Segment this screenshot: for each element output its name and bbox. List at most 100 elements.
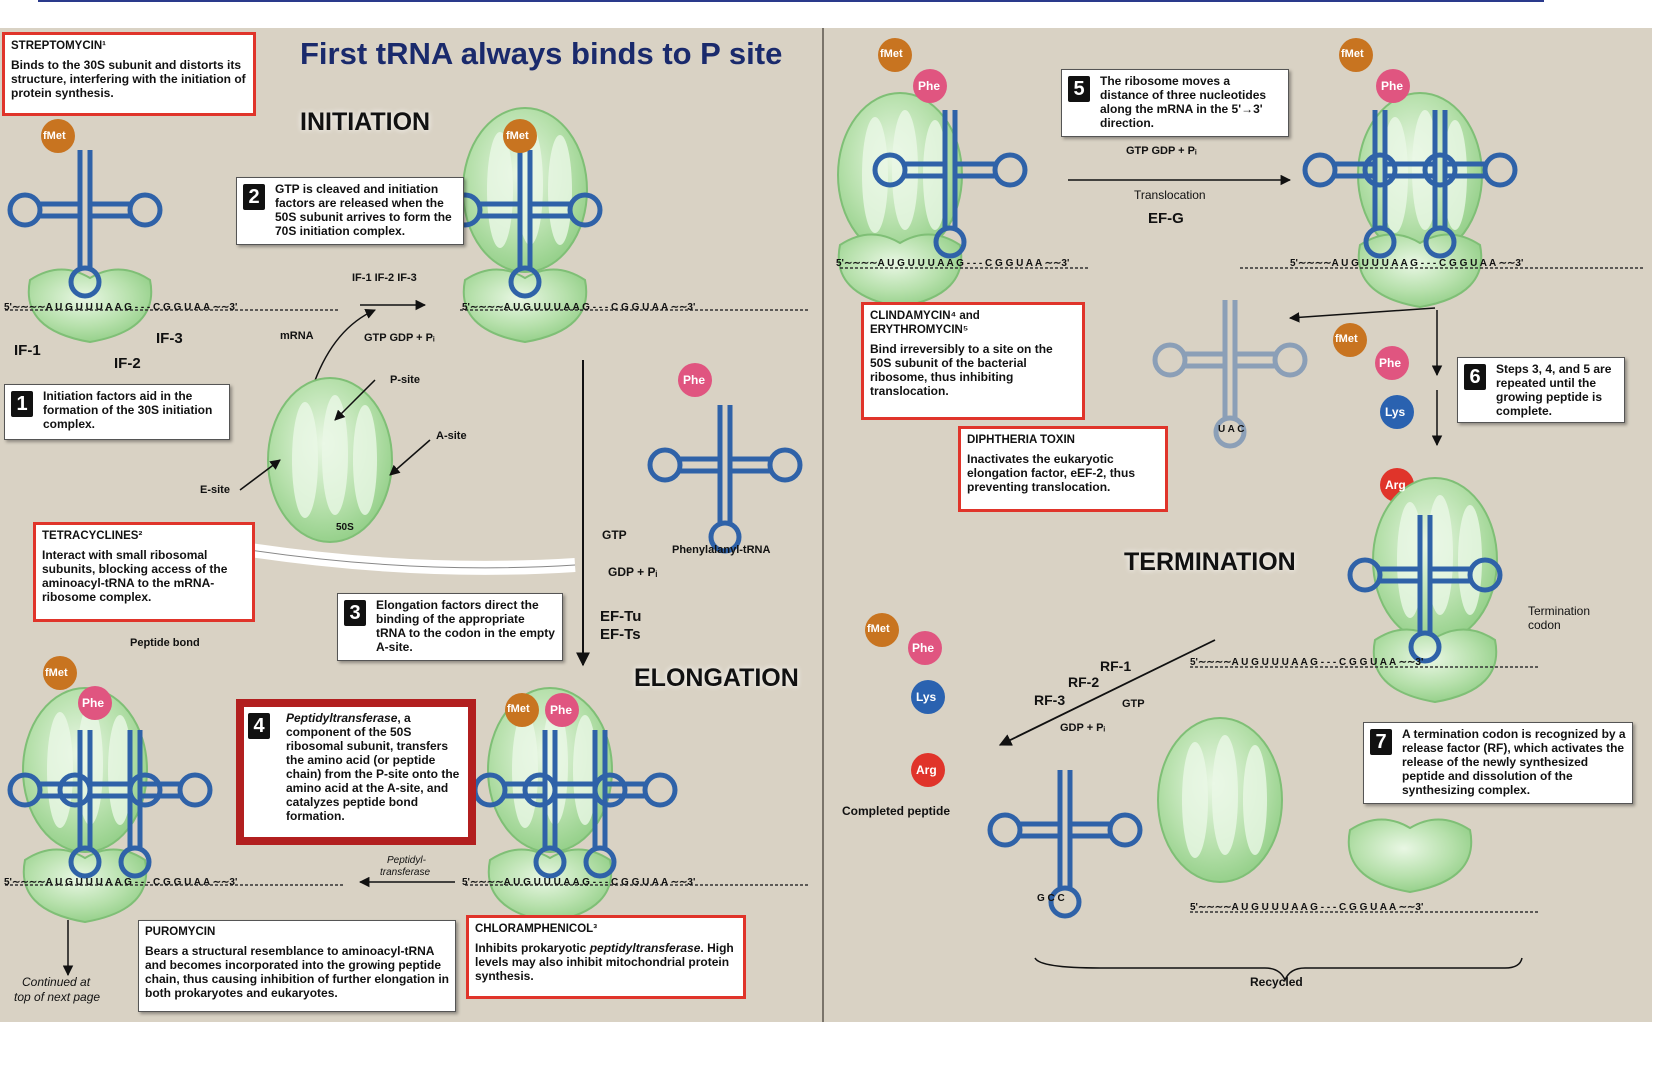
fmet-label-7: fMet xyxy=(45,667,68,679)
step-1-text: Initiation factors aid in the formation … xyxy=(43,389,213,431)
step-4-text: , a component of the 50S ribosomal subun… xyxy=(286,711,460,823)
phe-label-2: Phe xyxy=(918,79,941,93)
step-3-number: 3 xyxy=(344,600,366,626)
step-2-text: GTP is cleaved and initiation factors ar… xyxy=(275,182,452,238)
mrna-seq-1: 5'∼∼∼∼A U G U U U A A G - - - C G G U A … xyxy=(4,302,238,313)
chloramphenicol-text-a: Inhibits prokaryotic xyxy=(475,941,590,955)
gtp-gdp-label-1: GTP GDP + Pᵢ xyxy=(364,332,435,344)
puromycin-text: Bears a structural resemblance to aminoa… xyxy=(145,944,449,1000)
fmet-label-5: fMet xyxy=(1335,333,1358,345)
puromycin-box: PUROMYCIN Bears a structural resemblance… xyxy=(138,920,456,1012)
fmet-label-1: fMet xyxy=(43,130,66,142)
clindamycin-name: CLINDAMYCIN⁴ and ERYTHROMYCIN⁵ xyxy=(870,310,980,336)
step-4-text-italic: Peptidyltransferase xyxy=(286,711,398,725)
fmet-label-6: fMet xyxy=(867,623,890,635)
tetracyclines-text: Interact with small ribosomal subunits, … xyxy=(42,548,228,604)
mrna-seq-5: 5'∼∼∼∼A U G U U U A A G - - - C G G U A … xyxy=(836,258,1070,269)
mrna-seq-7: 5'∼∼∼∼A U G U U U A A G - - - C G G U A … xyxy=(1190,657,1424,668)
elongation-heading: ELONGATION xyxy=(634,664,799,692)
step-5-number: 5 xyxy=(1068,76,1090,102)
phe-label-5: Phe xyxy=(912,641,935,655)
mrna-seq-4: 5'∼∼∼∼A U G U U U A A G - - - C G G U A … xyxy=(462,877,696,888)
fmet-label-2: fMet xyxy=(506,130,529,142)
step-2-number: 2 xyxy=(243,184,265,210)
chloramphenicol-text-italic: peptidyltransferase xyxy=(589,941,701,955)
mrna-seq-2: 5'∼∼∼∼A U G U U U A A G - - - C G G U A … xyxy=(462,302,696,313)
step-7-box: 7 A termination codon is recognized by a… xyxy=(1363,722,1633,804)
phe-label-7: Phe xyxy=(550,703,573,717)
page-title: First tRNA always binds to P site xyxy=(300,36,783,71)
diphtheria-text: Inactivates the eukaryotic elongation fa… xyxy=(967,452,1136,494)
gtp-label-2: GTP xyxy=(1122,698,1145,710)
step-1-box: 1 Initiation factors aid in the formatio… xyxy=(4,384,230,440)
translocation-label: Translocation xyxy=(1134,188,1206,202)
clindamycin-text: Bind irreversibly to a site on the 50S s… xyxy=(870,342,1053,398)
if3-label: IF-3 xyxy=(156,330,183,347)
ef-g-label: EF-G xyxy=(1148,210,1184,227)
rf3-label: RF-3 xyxy=(1034,692,1066,708)
gtp-gdp-label-2: GTP GDP + Pᵢ xyxy=(1126,145,1197,157)
mrna-seq-3: 5'∼∼∼∼A U G U U U A A G - - - C G G U A … xyxy=(4,877,238,888)
phe-label-4: Phe xyxy=(1379,356,1402,370)
uac-label: U A C xyxy=(1218,424,1245,435)
step-5-text: The ribosome moves a distance of three n… xyxy=(1100,74,1267,130)
recycled-label: Recycled xyxy=(1250,975,1303,989)
mrna-seq-8: 5'∼∼∼∼A U G U U U A A G - - - C G G U A … xyxy=(1190,902,1424,913)
fmet-label-3: fMet xyxy=(880,48,903,60)
arg-label-1: Arg xyxy=(1385,478,1406,492)
puromycin-name: PUROMYCIN xyxy=(145,926,216,938)
chloramphenicol-text-b: . High levels may also inhibit mitochond… xyxy=(475,941,734,983)
mrna-seq-6: 5'∼∼∼∼A U G U U U A A G - - - C G G U A … xyxy=(1290,258,1524,269)
gdp-label-2: GDP + Pᵢ xyxy=(1060,722,1106,734)
step-4-box: 4 Peptidyltransferase, a component of th… xyxy=(236,699,476,845)
diphtheria-box: DIPHTHERIA TOXIN Inactivates the eukaryo… xyxy=(958,426,1168,512)
lys-label-1: Lys xyxy=(1385,405,1406,419)
tetracyclines-name: TETRACYCLINES² xyxy=(42,530,143,542)
tetracyclines-box: TETRACYCLINES² Interact with small ribos… xyxy=(33,522,255,622)
step-5-box: 5 The ribosome moves a distance of three… xyxy=(1061,69,1289,137)
fmet-label-4: fMet xyxy=(1341,48,1364,60)
chloramphenicol-name: CHLORAMPHENICOL³ xyxy=(475,923,598,935)
gdp-label-1: GDP + Pᵢ xyxy=(608,565,658,579)
mrna-label: mRNA xyxy=(280,330,314,342)
step-7-text: A termination codon is recognized by a r… xyxy=(1402,727,1626,797)
gcc-label: G C C xyxy=(1037,893,1065,904)
phenylalanyl-label: Phenylalanyl-tRNA xyxy=(672,544,771,556)
if2-label: IF-2 xyxy=(114,355,141,372)
header-rule xyxy=(38,0,1544,2)
arg-label-2: Arg xyxy=(916,763,937,777)
termination-codon-label-a: Termination xyxy=(1528,604,1591,618)
50s-label: 50S xyxy=(336,522,354,533)
phe-label-3: Phe xyxy=(1381,79,1404,93)
e-site-label: E-site xyxy=(200,484,230,496)
step-2-box: 2 GTP is cleaved and initiation factors … xyxy=(236,177,464,245)
streptomycin-box: STREPTOMYCIN¹ Binds to the 30S subunit a… xyxy=(2,32,256,116)
step-6-box: 6 Steps 3, 4, and 5 are repeated until t… xyxy=(1457,357,1625,423)
clindamycin-box: CLINDAMYCIN⁴ and ERYTHROMYCIN⁵ Bind irre… xyxy=(861,302,1085,420)
streptomycin-name: STREPTOMYCIN¹ xyxy=(11,40,106,52)
lys-label-2: Lys xyxy=(916,690,937,704)
ef-ts-label: EF-Ts xyxy=(600,626,641,643)
step-6-text: Steps 3, 4, and 5 are repeated until the… xyxy=(1496,362,1612,418)
continued-label: Continued at xyxy=(22,975,91,989)
step-3-box: 3 Elongation factors direct the binding … xyxy=(337,593,563,661)
phe-label-1: Phe xyxy=(683,373,706,387)
rf1-label: RF-1 xyxy=(1100,658,1132,674)
a-site-label: A-site xyxy=(436,430,467,442)
rf2-label: RF-2 xyxy=(1068,674,1100,690)
if1-label: IF-1 xyxy=(14,342,41,359)
gtp-label-1: GTP xyxy=(602,528,627,542)
diphtheria-name: DIPHTHERIA TOXIN xyxy=(967,434,1075,446)
peptidyl-label: Peptidyl- xyxy=(387,855,426,866)
fmet-label-8: fMet xyxy=(507,703,530,715)
completed-peptide-label: Completed peptide xyxy=(842,804,951,818)
p-site-label: P-site xyxy=(390,374,420,386)
ef-tu-label: EF-Tu xyxy=(600,608,642,625)
step-3-text: Elongation factors direct the binding of… xyxy=(376,598,555,654)
phe-label-6: Phe xyxy=(82,696,105,710)
step-4-number: 4 xyxy=(248,713,270,739)
step-7-number: 7 xyxy=(1370,729,1392,755)
chloramphenicol-box: CHLORAMPHENICOL³ Inhibits prokaryotic pe… xyxy=(466,915,746,999)
if-row-label: IF-1 IF-2 IF-3 xyxy=(352,272,417,284)
